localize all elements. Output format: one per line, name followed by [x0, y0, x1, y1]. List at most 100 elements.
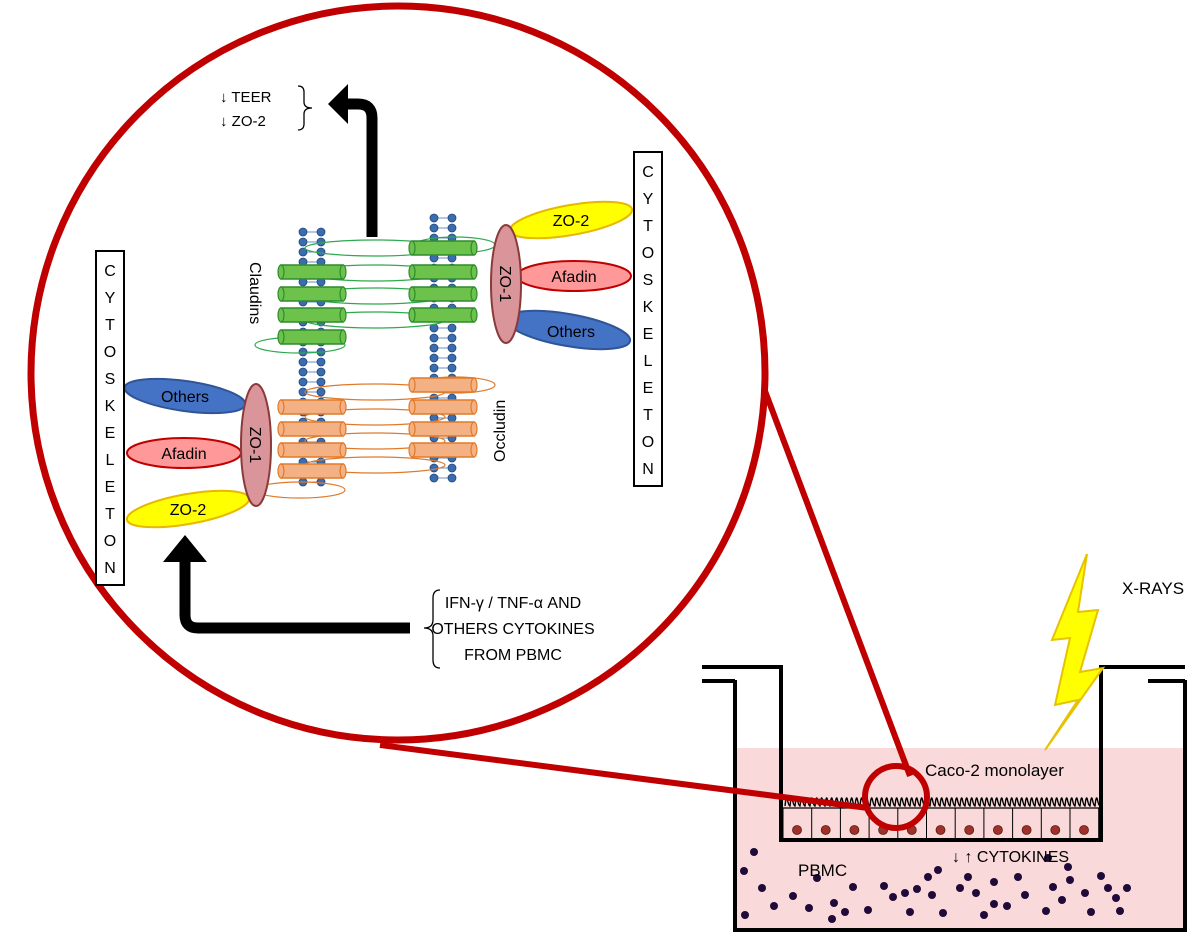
pbmc-dot: [1097, 872, 1105, 880]
cytokines-arrows-label: ↓ ↑ CYTOKINES: [952, 849, 1069, 866]
svg-text:Others: Others: [547, 324, 595, 341]
pbmc-dot: [964, 873, 972, 881]
cytoskeleton-letter: E: [643, 326, 654, 343]
zoom-connector: [379, 328, 930, 831]
pbmc-dot: [740, 867, 748, 875]
pbmc-dot: [830, 899, 838, 907]
outer-well-wall: [733, 680, 1187, 932]
right-adaptor-complex: ZO-2 Afadin Others ZO-1: [490, 200, 634, 351]
teer-label: ↓ TEER: [220, 89, 272, 106]
pbmc-dot: [841, 908, 849, 916]
cytoskeleton-letter: S: [643, 272, 654, 289]
claudin-proteins: [277, 240, 478, 345]
cytoskeleton-letter: S: [105, 371, 116, 388]
cytoskeleton-letter: N: [104, 560, 116, 577]
cytoskeleton-letter: E: [105, 425, 116, 442]
svg-text:Afadin: Afadin: [161, 446, 206, 463]
cytoskeleton-letter: O: [642, 434, 654, 451]
pbmc-dot: [1014, 873, 1022, 881]
pbmc-dot: [1044, 854, 1052, 862]
cytoskeleton-letter: C: [642, 164, 654, 181]
cytoskeleton-letter: Y: [105, 290, 116, 307]
pbmc-dot: [1064, 863, 1072, 871]
cytoskeleton-letter: C: [104, 263, 116, 280]
svg-text:ZO-2: ZO-2: [170, 502, 207, 519]
cytoskeleton-letter: K: [643, 299, 654, 316]
pbmc-dot: [990, 900, 998, 908]
arrow-down-icon: [163, 535, 410, 634]
cytoskeleton-letter: O: [104, 344, 116, 361]
occludin-proteins: [277, 377, 478, 479]
cytoskeleton-letter: T: [105, 506, 115, 523]
pbmc-dot: [758, 884, 766, 892]
teer-brace: [297, 85, 313, 131]
pbmc-dot: [770, 902, 778, 910]
pbmc-label: PBMC: [798, 861, 847, 880]
occludin-label: Occludin: [492, 400, 509, 462]
pbmc-dot: [864, 906, 872, 914]
pbmc-dot: [990, 878, 998, 886]
cytoskeleton-letter: T: [105, 317, 115, 334]
pbmc-dot: [805, 904, 813, 912]
pbmc-dot: [880, 882, 888, 890]
pbmc-dot: [1116, 907, 1124, 915]
pbmc-dot: [913, 885, 921, 893]
pbmc-dot: [1049, 883, 1057, 891]
svg-text:Others: Others: [161, 389, 209, 406]
pbmc-dot: [906, 908, 914, 916]
pbmc-dot: [1042, 907, 1050, 915]
cytoskeleton-letter: Y: [643, 191, 654, 208]
lightning-icon: [1044, 553, 1106, 751]
pbmc-dot: [1021, 891, 1029, 899]
pbmc-dot: [1123, 884, 1131, 892]
pbmc-dot: [924, 873, 932, 881]
pbmc-dot: [956, 884, 964, 892]
zo1-left: [240, 383, 272, 507]
pbmc-dot: [1104, 884, 1112, 892]
pbmc-dot: [1087, 908, 1095, 916]
cytokine-line1: IFN-γ / TNF-α AND: [445, 595, 581, 612]
zo1-right: [490, 224, 522, 344]
cytoskeleton-letter: K: [105, 398, 116, 415]
pbmc-dot: [980, 911, 988, 919]
cytoskeleton-letter: T: [643, 407, 653, 424]
magnifier-circle: [27, 2, 769, 744]
svg-text:Afadin: Afadin: [551, 269, 596, 286]
cytoskeleton-letter: E: [105, 479, 116, 496]
cytoskeleton-letter: O: [104, 533, 116, 550]
cytokine-brace: [423, 589, 441, 669]
pbmc-dot: [1112, 894, 1120, 902]
claudins-label: Claudins: [246, 262, 263, 324]
cytoskeleton-letter: O: [642, 245, 654, 262]
transwell-setup: Caco-2 monolayer PBMC ↓ ↑ CYTOKINES X-RA…: [702, 553, 1187, 932]
pbmc-dot: [1066, 876, 1074, 884]
pbmc-dot: [901, 889, 909, 897]
zoom-target-circle: [862, 763, 930, 831]
pbmc-dot: [828, 915, 836, 923]
microvilli: [784, 797, 1101, 807]
pbmc-dot: [889, 893, 897, 901]
cytokine-line2: OTHERS CYTOKINES: [431, 621, 594, 638]
pbmc-dot: [1058, 896, 1066, 904]
pbmc-dot: [972, 889, 980, 897]
svg-text:ZO-1: ZO-1: [246, 427, 263, 464]
arrow-up-icon: [328, 84, 378, 237]
xrays-label: X-RAYS: [1122, 579, 1184, 598]
pbmc-dot: [939, 909, 947, 917]
cytoskeleton-letter: L: [644, 353, 653, 370]
cytokine-line3: FROM PBMC: [464, 647, 562, 664]
pbmc-dot: [934, 866, 942, 874]
zo2-decrease-label: ↓ ZO-2: [220, 113, 266, 130]
caco2-label: Caco-2 monolayer: [925, 761, 1064, 780]
pbmc-dot: [813, 874, 821, 882]
cytoskeleton-letter: T: [643, 218, 653, 235]
svg-text:ZO-2: ZO-2: [553, 213, 590, 230]
pbmc-dot: [750, 848, 758, 856]
pbmc-dot: [928, 891, 936, 899]
cytoskeleton-letter: N: [642, 461, 654, 478]
pbmc-dot: [1003, 902, 1011, 910]
svg-text:ZO-1: ZO-1: [496, 266, 513, 303]
pbmc-cells: [740, 848, 1131, 923]
